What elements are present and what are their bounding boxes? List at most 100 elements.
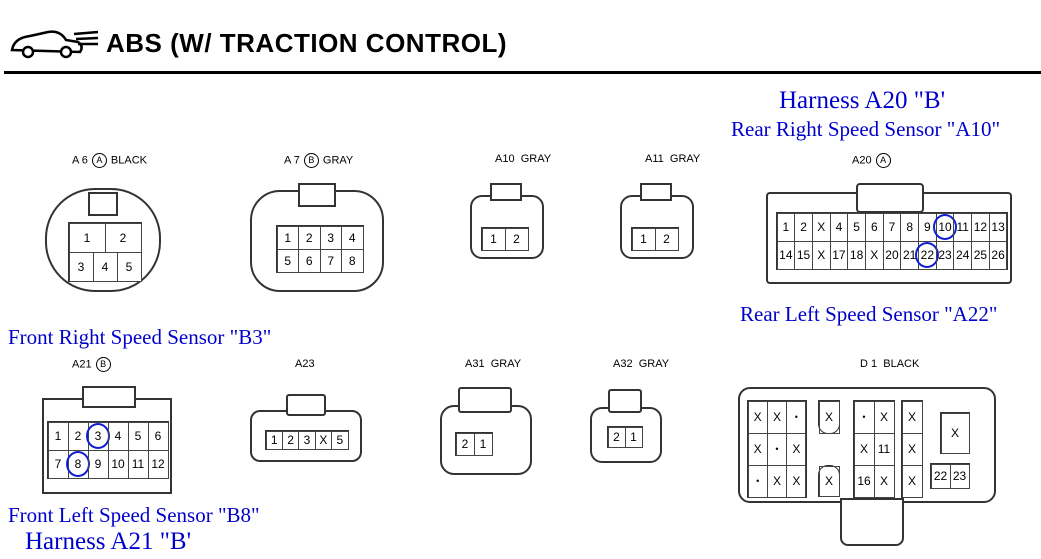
- pin: 2: [298, 225, 321, 250]
- rear-right-sensor-note: Rear Right Speed Sensor "A10": [731, 117, 1001, 141]
- connector-label-a32: A32 GRAY: [613, 358, 670, 370]
- pin: 5: [331, 430, 349, 450]
- pin-circled: 8: [67, 449, 89, 479]
- pin: •: [747, 464, 768, 498]
- connector-a21-latch: [82, 386, 136, 408]
- pin: 17: [829, 240, 849, 270]
- pin: 23: [935, 240, 955, 270]
- pin: 6: [147, 421, 169, 451]
- pin: X: [901, 464, 923, 498]
- pin: X: [818, 465, 840, 497]
- pin: X: [940, 412, 970, 454]
- pin-row: X: [818, 465, 840, 497]
- pin: 1: [631, 227, 656, 251]
- pin-row: X: [818, 400, 840, 434]
- pin: X: [853, 432, 875, 466]
- connector-d1-pins-group2b: X: [818, 465, 840, 497]
- pin: 12: [971, 212, 990, 242]
- pin: 1: [473, 432, 493, 456]
- connector-a11-latch: [640, 183, 672, 201]
- connector-a31-latch: [458, 387, 512, 413]
- connector-a23-latch: [286, 394, 326, 416]
- pin: 15: [794, 240, 813, 270]
- title-divider: [4, 71, 1041, 74]
- connector-a6-latch: [88, 192, 118, 216]
- pin: 3: [319, 225, 342, 250]
- pin: •: [786, 400, 807, 434]
- pin: •: [853, 400, 875, 434]
- pin: 2: [504, 227, 529, 251]
- pin: X: [314, 430, 333, 450]
- pin: 10: [107, 449, 129, 479]
- pin: 1: [276, 225, 299, 250]
- connector-a10-latch: [490, 183, 522, 201]
- pin-circled: 10: [935, 212, 955, 242]
- pin-row: X: [901, 432, 923, 466]
- pin: 12: [147, 449, 169, 479]
- connector-label-a10: A10 GRAY: [495, 153, 552, 165]
- pin-row: •X: [853, 400, 895, 434]
- pin: 7: [882, 212, 902, 242]
- pin-row: X: [901, 464, 923, 498]
- pin: 1: [68, 222, 106, 253]
- pin-circled: 3: [87, 421, 109, 451]
- pin: 2: [455, 432, 475, 456]
- pin: 2: [607, 426, 626, 448]
- pin: 13: [988, 212, 1008, 242]
- car-icon: [8, 26, 100, 65]
- pin: 1: [624, 426, 643, 448]
- pin: 18: [847, 240, 866, 270]
- pin: 6: [864, 212, 884, 242]
- pin: 1: [47, 421, 69, 451]
- pin-circled: 22: [918, 240, 937, 270]
- connector-a20-latch: [856, 183, 924, 213]
- pin: 4: [107, 421, 129, 451]
- pin: 8: [900, 212, 919, 242]
- pin: 5: [276, 248, 299, 273]
- pin: X: [811, 240, 831, 270]
- harness-a20-note: Harness A20 "B': [779, 87, 946, 114]
- pin: 24: [953, 240, 973, 270]
- pin: 2: [281, 430, 300, 450]
- pin: 1: [481, 227, 506, 251]
- pin: 1: [776, 212, 796, 242]
- pin: 3: [68, 251, 94, 282]
- connector-label-a31: A31 GRAY: [465, 358, 522, 370]
- pin: 23: [949, 463, 970, 489]
- connector-d1-latch: [840, 498, 904, 546]
- pin: 20: [882, 240, 902, 270]
- pin: 2: [654, 227, 679, 251]
- pin: X: [901, 432, 923, 466]
- pin-row: X: [901, 400, 923, 434]
- pin: 6: [298, 248, 321, 273]
- pin: X: [864, 240, 884, 270]
- pin: 5: [847, 212, 866, 242]
- front-left-sensor-note: Front Left Speed Sensor "B8": [8, 503, 260, 527]
- pin: 4: [829, 212, 849, 242]
- pin: 14: [776, 240, 796, 270]
- connector-d1-pins-group5: X: [940, 412, 970, 454]
- connector-a32-latch: [608, 389, 642, 413]
- pin: 8: [341, 248, 364, 273]
- pin: X: [747, 400, 768, 434]
